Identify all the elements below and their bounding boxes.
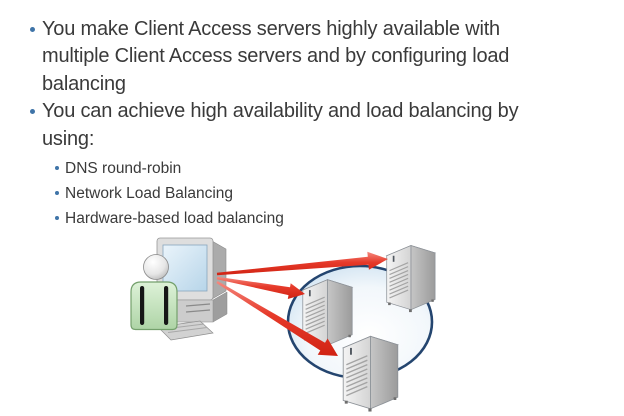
sub-bullet-text: Hardware-based load balancing [65,210,284,228]
client-request-arrow-3 [216,281,338,356]
server-tower-icon-1 [386,244,436,313]
bullet-line: using: [42,127,95,150]
monitor-back [211,240,227,300]
client-request-arrow-2 [216,276,305,299]
server-tower-icon-3 [342,335,399,413]
keyboard-keys [167,327,208,333]
bullet-icon [30,27,35,32]
sub-bullet-text: DNS round-robin [65,160,182,178]
bullet-line: You can achieve high availability and lo… [42,100,519,123]
drive-slot [185,309,211,313]
bullet-line: You make Client Access servers highly av… [42,18,500,40]
load-balancing-diagram [130,237,436,413]
bullet-item-1: You make Client Access servers highly av… [0,16,610,98]
bullet-text: You can achieve high availability and lo… [42,98,519,153]
user-head [143,254,169,280]
user-arm-line [140,286,145,325]
client-user-icon [130,254,178,331]
bullet-text: You make Client Access servers highly av… [42,16,509,98]
drive-slot [185,303,211,307]
sub-bullet-item-2: Network Load Balancing [0,181,610,206]
bullet-icon [30,109,35,115]
client-request-arrow-1 [216,251,388,276]
bullet-list: You make Client Access servers highly av… [0,16,610,231]
user-torso [130,281,178,331]
bullet-line: multiple Client Access servers and by co… [42,45,510,68]
sub-bullet-list: DNS round-robin Network Load Balancing H… [0,156,610,231]
user-arm-line [164,286,169,325]
sub-bullet-item-3: Hardware-based load balancing [0,206,610,231]
sub-bullet-item-1: DNS round-robin [0,156,610,181]
client-computer-icon [156,237,228,341]
bullet-line: balancing [42,72,126,95]
sub-bullet-text: Network Load Balancing [65,185,234,203]
bullet-item-2: You can achieve high availability and lo… [0,98,610,153]
bullet-icon [55,216,59,221]
bullet-icon [55,191,59,196]
bullet-icon [55,166,59,171]
